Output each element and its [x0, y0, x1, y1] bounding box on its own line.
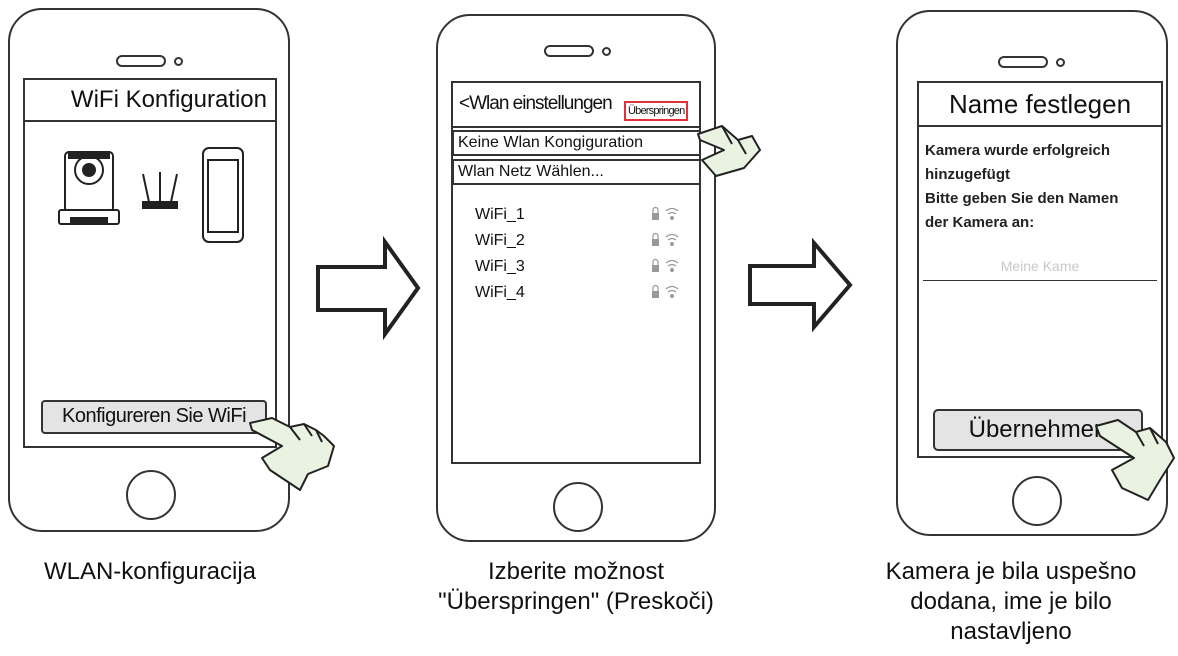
caption-1: WLAN-konfiguracija [20, 557, 280, 587]
speaker [998, 56, 1048, 68]
wifi-signal-icon [665, 233, 679, 246]
caption-line: Kamera je bila uspešno [885, 558, 1137, 585]
camera-icon [58, 151, 120, 225]
router-icon [142, 172, 178, 209]
phone-3-screen: Name festlegen Kamera wurde erfolgreich … [917, 81, 1163, 458]
apply-button[interactable]: Übernehmen [933, 409, 1143, 451]
success-message: Kamera wurde erfolgreich hinzugefügt Bit… [925, 139, 1161, 235]
arrow-right-icon [748, 237, 853, 333]
message-line: der Kamera an: [925, 214, 1035, 231]
hand-pointer-icon [1095, 419, 1175, 501]
configure-wifi-button[interactable]: Konfigureren Sie WiFi [41, 400, 267, 434]
phone-icon [202, 147, 244, 243]
caption-line: nastavljeno [950, 618, 1072, 645]
setup-illustration [58, 147, 244, 243]
network-item[interactable]: WiFi_2 [475, 232, 525, 249]
home-button[interactable] [1012, 476, 1062, 526]
home-button[interactable] [126, 470, 176, 520]
front-camera [602, 47, 611, 56]
caption-line: WLAN-konfiguracija [43, 558, 257, 585]
caption-line: dodana, ime je bilo [910, 588, 1112, 615]
camera-name-input[interactable]: Meine Kame [923, 258, 1157, 281]
lock-icon [652, 206, 659, 220]
lock-icon [652, 232, 659, 246]
message-line: hinzugefügt [925, 166, 1010, 183]
network-item[interactable]: WiFi_4 [475, 284, 525, 301]
page-title: Name festlegen [919, 83, 1161, 127]
title-bar: <Wlan einstellungen Überspringen [453, 83, 699, 128]
caption-3: Kamera je bila uspešno dodana, ime je bi… [850, 557, 1172, 647]
wifi-signal-icon [665, 285, 679, 298]
phone-1: WiFi Konfiguration Konfigurer [8, 8, 290, 532]
hand-pointer-icon [249, 417, 335, 491]
front-camera [1056, 58, 1065, 67]
phone-2-screen: <Wlan einstellungen Überspringen Keine W… [451, 81, 701, 464]
phone-3: Name festlegen Kamera wurde erfolgreich … [896, 10, 1168, 536]
lock-icon [652, 284, 659, 298]
phone-2: <Wlan einstellungen Überspringen Keine W… [436, 14, 716, 542]
home-button[interactable] [553, 482, 603, 532]
choose-wlan-item[interactable]: Wlan Netz Wählen... [453, 159, 699, 185]
arrow-right-icon [316, 235, 421, 341]
message-line: Kamera wurde erfolgreich [925, 142, 1111, 159]
lock-icon [652, 258, 659, 272]
front-camera [174, 57, 183, 66]
no-wlan-config-item[interactable]: Keine Wlan Kongiguration [453, 130, 699, 156]
hand-pointer-icon [697, 125, 761, 177]
wifi-signal-icon [665, 259, 679, 272]
network-item[interactable]: WiFi_3 [475, 258, 525, 275]
network-item[interactable]: WiFi_1 [475, 206, 525, 223]
message-line: Bitte geben Sie den Namen [925, 190, 1119, 207]
page-title[interactable]: <Wlan einstellungen [459, 93, 613, 114]
skip-button[interactable]: Überspringen [624, 101, 689, 121]
page-title: WiFi Konfiguration [25, 80, 275, 122]
network-signal-icons [652, 206, 679, 298]
speaker [544, 45, 594, 57]
caption-line: Izberite možnost [487, 558, 665, 585]
caption-line: "Überspringen" (Preskoči) [438, 588, 714, 615]
phone-1-screen: WiFi Konfiguration Konfigurer [23, 78, 277, 448]
caption-2: Izberite možnost "Überspringen" (Preskoč… [416, 557, 736, 617]
wifi-signal-icon [665, 207, 679, 220]
speaker [116, 55, 166, 67]
